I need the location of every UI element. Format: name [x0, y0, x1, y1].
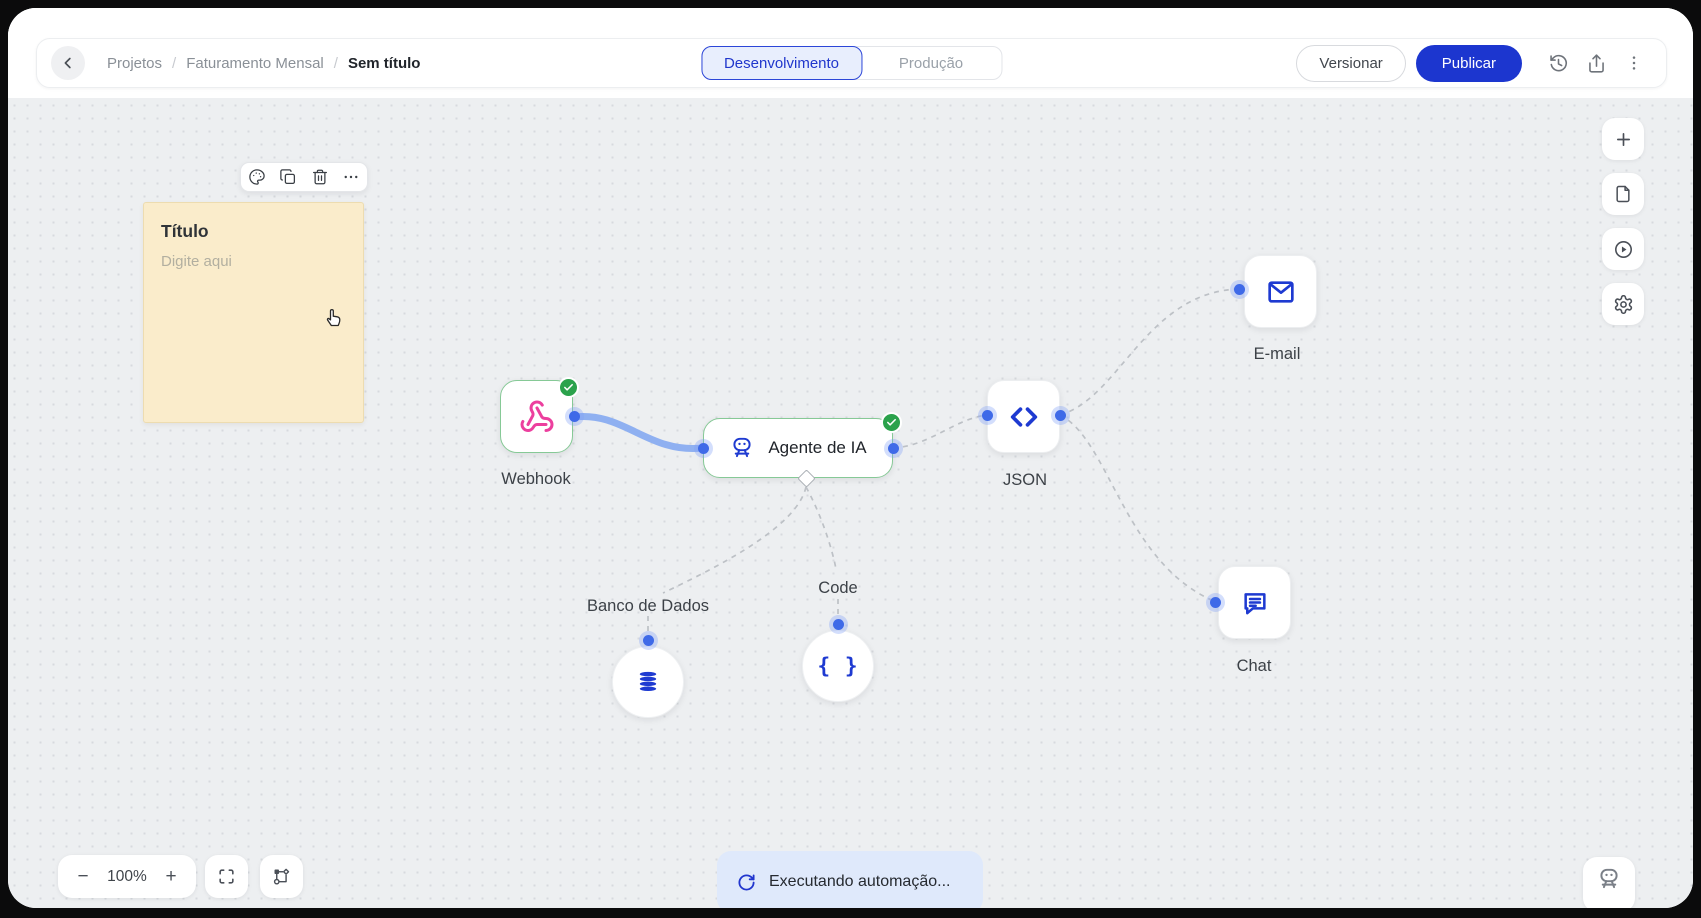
back-button[interactable]	[51, 46, 85, 80]
history-icon	[1549, 54, 1567, 71]
robot-icon	[733, 437, 751, 458]
fit-view-button[interactable]	[205, 855, 248, 898]
email-label: E-mail	[1253, 345, 1301, 363]
environment-tabs: Desenvolvimento Produção	[700, 46, 1003, 80]
sticky-note[interactable]: Título Digite aqui	[143, 202, 364, 423]
version-button[interactable]: Versionar	[1296, 44, 1406, 82]
tab-producao[interactable]: Produção	[898, 54, 964, 72]
zoom-in-button[interactable]: +	[165, 865, 177, 887]
add-node-button[interactable]	[1602, 118, 1644, 160]
chat-input-port[interactable]	[1210, 597, 1221, 608]
note-toolbar	[240, 162, 368, 192]
node-agent[interactable]: Agente de IA	[703, 418, 893, 478]
notes-button[interactable]	[1602, 173, 1644, 215]
braces-icon: { }	[817, 654, 859, 678]
database-input-port[interactable]	[643, 635, 654, 646]
zoom-control: − 100% +	[58, 855, 196, 898]
breadcrumb-item-current: Sem título	[347, 54, 421, 72]
code-label: Code	[818, 579, 858, 597]
breadcrumb-separator: /	[172, 54, 177, 72]
duplicate-icon[interactable]	[276, 165, 300, 189]
webhook-output-port[interactable]	[569, 411, 580, 422]
email-input-port[interactable]	[1234, 284, 1245, 295]
file-icon	[1616, 185, 1630, 203]
execution-toast-text: Executando automação...	[769, 873, 951, 890]
kebab-icon	[1632, 56, 1636, 70]
chat-label: Chat	[1236, 657, 1272, 675]
breadcrumb: Projetos / Faturamento Mensal / Sem títu…	[107, 55, 420, 72]
node-chat[interactable]	[1218, 566, 1291, 639]
run-button[interactable]	[1602, 228, 1644, 270]
plus-icon	[1616, 132, 1630, 146]
publish-button[interactable]: Publicar	[1415, 44, 1522, 82]
breadcrumb-item-project[interactable]: Faturamento Mensal	[186, 54, 324, 72]
check-icon	[564, 383, 573, 391]
node-json[interactable]	[987, 380, 1060, 453]
history-button[interactable]	[1540, 45, 1576, 81]
settings-button[interactable]	[1602, 283, 1644, 325]
app-window: Projetos / Faturamento Mensal / Sem títu…	[8, 8, 1693, 908]
gear-icon	[1614, 294, 1632, 314]
assistant-robot-icon	[1600, 868, 1618, 889]
webhook-success-badge	[558, 377, 579, 398]
agent-output-port[interactable]	[888, 443, 899, 454]
zoom-level: 100%	[107, 867, 147, 885]
database-label: Banco de Dados	[586, 597, 710, 615]
fullscreen-icon	[219, 869, 234, 884]
agent-label: Agente de IA	[768, 438, 867, 457]
execution-toast: Executando automação...	[717, 851, 983, 908]
play-icon	[1614, 240, 1632, 258]
more-button[interactable]	[1616, 45, 1652, 81]
note-body-placeholder[interactable]: Digite aqui	[161, 253, 232, 270]
trash-icon[interactable]	[308, 165, 332, 189]
check-icon	[887, 418, 896, 426]
breadcrumb-item-projects[interactable]: Projetos	[107, 54, 163, 72]
zoom-out-button[interactable]: −	[77, 865, 89, 887]
topbar-actions: Versionar Publicar	[1296, 44, 1652, 82]
refresh-icon	[738, 873, 755, 891]
node-email[interactable]	[1244, 255, 1317, 328]
node-code[interactable]: { }	[802, 630, 874, 702]
share-button[interactable]	[1578, 45, 1614, 81]
chat-bubble-icon	[1243, 592, 1266, 614]
workflow-icon	[273, 868, 289, 885]
note-more-icon[interactable]	[339, 165, 363, 189]
json-output-port[interactable]	[1055, 410, 1066, 421]
code-chevrons-icon	[1010, 406, 1037, 427]
share-icon	[1588, 53, 1604, 73]
mail-icon	[1267, 280, 1294, 303]
assistant-button[interactable]	[1583, 857, 1635, 908]
json-label: JSON	[1002, 471, 1048, 489]
node-database[interactable]	[612, 646, 684, 718]
palette-icon[interactable]	[245, 165, 269, 189]
agent-success-badge	[881, 412, 902, 433]
auto-layout-button[interactable]	[260, 855, 303, 898]
agent-input-port[interactable]	[698, 443, 709, 454]
webhook-icon	[520, 400, 553, 432]
topbar: Projetos / Faturamento Mensal / Sem títu…	[36, 38, 1667, 88]
database-icon	[639, 671, 657, 691]
hand-cursor	[322, 305, 342, 327]
note-title[interactable]: Título	[161, 221, 209, 241]
tab-desenvolvimento[interactable]: Desenvolvimento	[700, 46, 863, 80]
breadcrumb-separator: /	[333, 54, 338, 72]
code-input-port[interactable]	[833, 619, 844, 630]
json-input-port[interactable]	[982, 410, 993, 421]
webhook-label: Webhook	[501, 470, 571, 488]
topbar-icon-group	[1540, 45, 1652, 81]
chevron-left-icon	[64, 57, 71, 69]
